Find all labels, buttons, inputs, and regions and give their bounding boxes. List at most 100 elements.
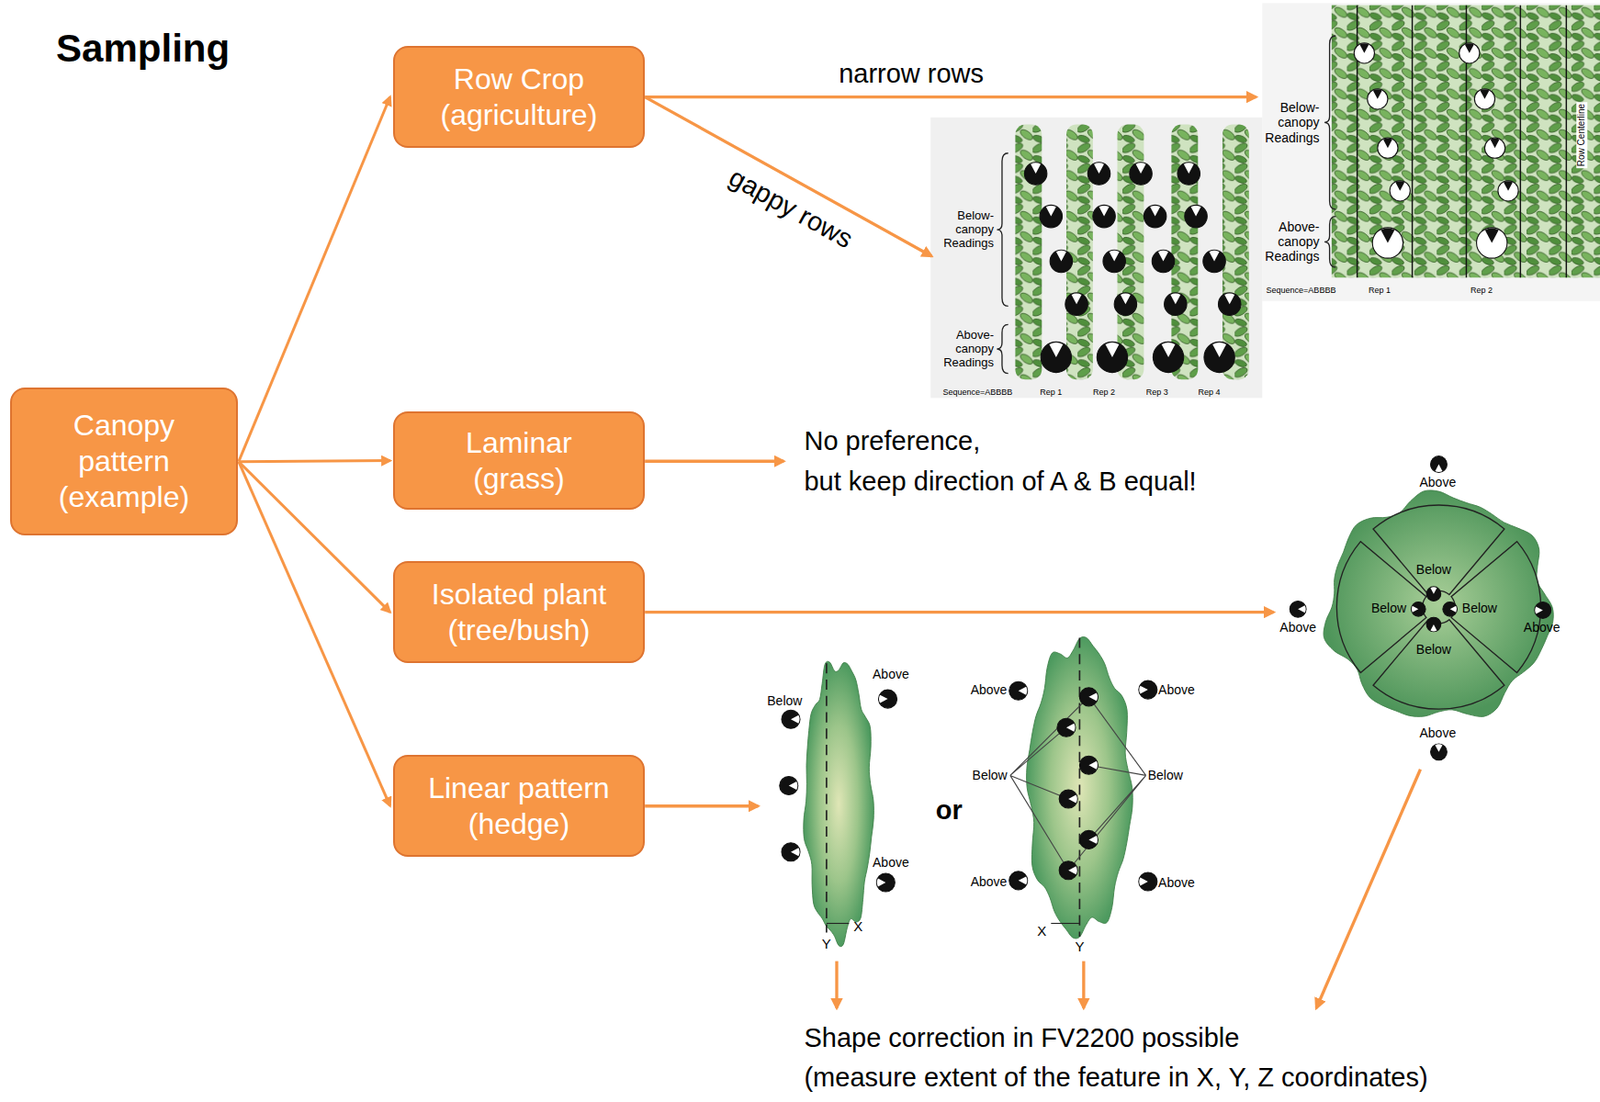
position-label-box: Above	[872, 666, 910, 682]
sensor-icon	[1430, 743, 1448, 761]
sensor-wedge	[1099, 205, 1110, 217]
position-label: Below	[1148, 767, 1184, 783]
sensor-wedge	[1068, 795, 1077, 804]
plant-canopy	[1026, 637, 1134, 939]
sensor-wedge	[1383, 138, 1393, 149]
sensor-icon	[1009, 871, 1028, 891]
sensor-wedge	[1071, 293, 1082, 305]
sensor-wedge	[1161, 342, 1176, 358]
note-text-box: (measure extent of the feature in X, Y, …	[803, 1063, 1428, 1094]
sensor-wedge	[1430, 586, 1437, 594]
position-label-box: Below	[1416, 562, 1452, 577]
connector-arrow	[238, 461, 391, 807]
sensor-wedge	[1046, 205, 1057, 217]
note-text-box: or	[935, 796, 963, 827]
sensor-body	[1498, 180, 1519, 202]
sensor-wedge	[1158, 250, 1169, 262]
position-label: Above	[1158, 875, 1195, 891]
sensor-wedge	[1430, 624, 1437, 631]
position-label-box: Above	[1279, 619, 1317, 635]
sensor-wedge	[1056, 250, 1067, 262]
sensor-icon	[1143, 204, 1166, 227]
figure-label: Rep 4	[1197, 386, 1220, 396]
axis-label-box: X	[853, 918, 863, 935]
sensor-body	[1129, 162, 1152, 185]
sensor-body	[876, 873, 895, 892]
position-label: Above	[970, 874, 1008, 890]
sensor-icon	[1114, 292, 1137, 316]
sensor-icon	[1476, 227, 1508, 259]
plant-canopy	[803, 661, 875, 947]
sensor-body	[1203, 249, 1226, 272]
plant-rows	[1014, 124, 1249, 381]
box-text: Canopy pattern (example)	[45, 407, 203, 516]
sensor-icon	[1079, 830, 1098, 849]
connector-arrow	[238, 461, 391, 462]
sensor-body	[1096, 341, 1127, 372]
brace	[996, 35, 1336, 374]
position-label: Above	[1419, 474, 1456, 490]
sensor-icon	[1065, 292, 1088, 316]
sensor-icon	[1442, 602, 1458, 618]
sensor-wedge	[1066, 723, 1075, 733]
sensor-body	[1204, 341, 1235, 372]
position-label: Below	[1371, 600, 1407, 616]
figure-label-box: Rep 1	[1039, 386, 1062, 396]
sensor-wedge	[1209, 250, 1220, 262]
position-label: Above	[1419, 725, 1456, 741]
sensor-body	[1040, 341, 1071, 372]
sensor-body	[1152, 341, 1184, 372]
figure-label: Rep 1	[1039, 386, 1062, 396]
sensor-icon	[779, 43, 1552, 892]
position-label: Below	[972, 767, 1008, 783]
sensor-wedge	[1380, 228, 1395, 244]
sensor-body	[1079, 687, 1098, 707]
sensor-icon	[1151, 249, 1174, 272]
figure-label-box: Sequence=ABBBB	[942, 386, 1013, 396]
position-label-box: Above	[970, 874, 1008, 890]
sensor-body	[1426, 586, 1442, 602]
sensor-wedge	[1088, 761, 1097, 770]
sensor-body	[878, 689, 898, 709]
flow-arrow	[644, 97, 1420, 1009]
sensor-body	[1039, 204, 1062, 227]
connector-arrow	[238, 461, 391, 613]
position-label: Above	[970, 682, 1008, 698]
sensor-body	[1059, 861, 1078, 880]
figure-label: Above-canopy Readings	[1264, 219, 1319, 264]
sensor-icon	[1059, 861, 1078, 880]
sensor-body	[1103, 249, 1126, 272]
figure-label-box: Rep 1	[1368, 284, 1391, 294]
position-label: Above	[872, 666, 910, 682]
sensor-wedge	[1138, 686, 1148, 695]
brace	[996, 153, 1008, 307]
sensor-icon	[1426, 586, 1442, 602]
narrow-rows-photo	[1261, 2, 1600, 301]
brace	[996, 324, 1008, 373]
sensor-icon	[1009, 681, 1028, 700]
sensor-body	[1138, 680, 1158, 699]
note-text: No preference,	[803, 426, 981, 456]
sensor-body	[1079, 755, 1098, 775]
pattern-box: Isolated plant (tree/bush)	[393, 561, 645, 664]
sensor-body	[1114, 292, 1137, 316]
sensor-wedge	[788, 781, 798, 790]
sensor-icon	[1059, 789, 1078, 809]
canopy-leaves	[1331, 5, 1600, 279]
axis-label: Y	[1074, 938, 1084, 955]
sensor-icon	[1410, 602, 1426, 618]
axis-label-box: Y	[1074, 938, 1084, 955]
position-label: Below	[1462, 600, 1498, 616]
sensor-icon	[1474, 89, 1495, 110]
sensor-wedge	[1120, 293, 1131, 305]
sensor-icon	[1096, 341, 1127, 372]
arrow-label-box: gappy rows	[723, 161, 858, 255]
sensor-body	[1459, 43, 1480, 64]
brace	[1324, 35, 1336, 210]
sector-outline	[1373, 505, 1505, 595]
sensor-body	[779, 777, 799, 796]
figure-label-box: Row Centerline	[1576, 101, 1588, 168]
figure-label: Below-canopy Readings	[1264, 100, 1319, 145]
sensor-icon	[781, 843, 800, 862]
